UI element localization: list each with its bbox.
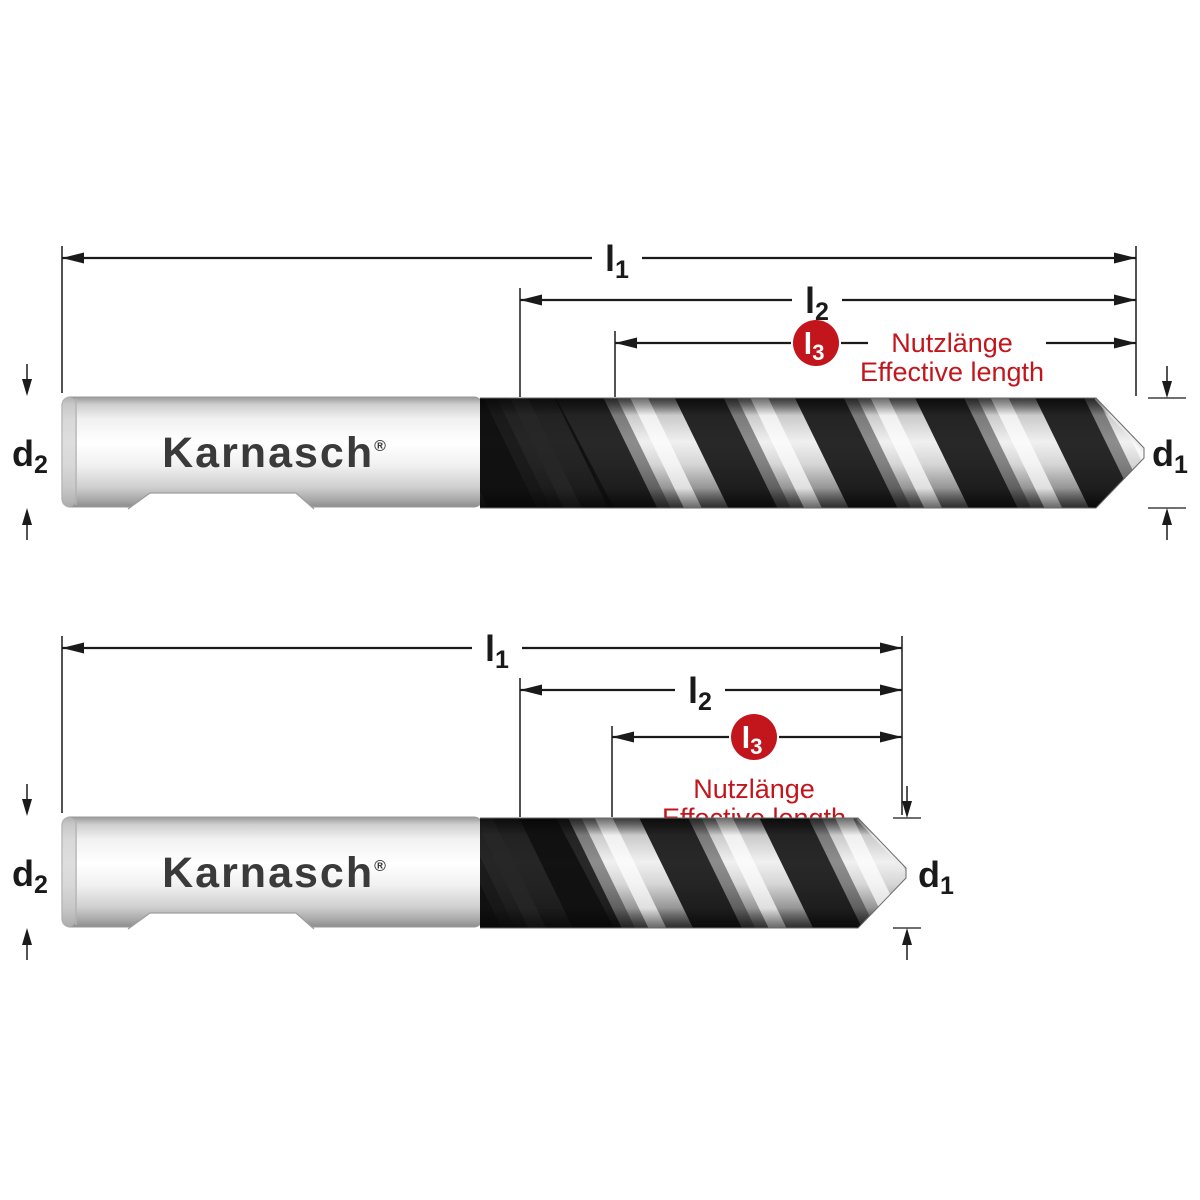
arrowhead-left	[62, 252, 84, 264]
arrowhead-left	[520, 684, 542, 696]
arrowhead-up	[22, 508, 32, 525]
arrowhead-up	[1162, 508, 1172, 525]
arrowhead-down	[1162, 381, 1172, 398]
arrowhead-right	[880, 684, 902, 696]
top-dim-d1: d1	[1148, 366, 1188, 540]
top-dim-l1: l1	[62, 238, 1136, 284]
brand-logo: Karnasch®	[162, 429, 386, 477]
annotation-nutzlaenge: Nutzlänge	[693, 774, 815, 804]
dim-label-l3: l3	[804, 326, 825, 365]
dim-label-d2: d2	[12, 853, 48, 899]
bot-dim-l1: l1	[62, 628, 902, 674]
bot-dim-d2: d2	[12, 784, 48, 960]
dim-label-l1: l1	[485, 628, 509, 674]
dim-label-l3: l3	[742, 720, 763, 759]
top-dim-l2: l2	[520, 280, 1136, 326]
top-dim-d2: d2	[12, 364, 48, 540]
arrowhead-up	[902, 928, 912, 945]
arrowhead-down	[22, 379, 32, 396]
shank-end-face	[62, 397, 75, 507]
drill-flutes	[480, 818, 906, 928]
top-drill-body: Karnasch®	[61, 396, 1145, 510]
dim-label-l2: l2	[805, 280, 829, 326]
flute-cyl-shading	[480, 398, 1144, 508]
shank-end-face	[62, 817, 75, 927]
figure-top-drill: l1 l2 l3 Nutzlänge Effective length	[12, 238, 1188, 540]
arrowhead-right	[880, 731, 902, 743]
bot-dim-l3: l3 Nutzlänge Effective length	[612, 714, 902, 833]
arrowhead-up	[22, 928, 32, 945]
flute-outline	[480, 397, 1145, 509]
flute-cyl-shading	[480, 818, 906, 928]
annotation-effective-length: Effective length	[860, 357, 1044, 387]
figure-bottom-drill: l1 l2 l3 Nutzlänge Effective length	[12, 628, 954, 960]
dim-label-l2: l2	[688, 670, 712, 716]
arrowhead-down	[902, 801, 912, 818]
shank-clamp-notch	[127, 492, 315, 510]
bot-drill-body: Karnasch®	[61, 816, 907, 930]
arrowhead-left	[615, 337, 637, 349]
arrowhead-right	[1114, 252, 1136, 264]
top-dim-l3: l3 Nutzlänge Effective length	[615, 320, 1136, 387]
l3-badge	[793, 320, 839, 366]
arrowhead-down	[22, 799, 32, 816]
annotation-nutzlaenge: Nutzlänge	[891, 328, 1013, 358]
arrowhead-right	[1114, 337, 1136, 349]
dim-label-d1: d1	[918, 854, 954, 900]
arrowhead-right	[880, 642, 902, 654]
arrowhead-left	[520, 294, 542, 306]
dim-label-d2: d2	[12, 433, 48, 479]
arrowhead-left	[62, 642, 84, 654]
dim-label-l1: l1	[605, 238, 629, 284]
arrowhead-right	[1114, 294, 1136, 306]
shank-clamp-notch	[127, 912, 315, 930]
l3-badge	[731, 714, 777, 760]
dim-label-d1: d1	[1152, 433, 1188, 479]
drill-flutes	[480, 398, 1144, 508]
brand-logo: Karnasch®	[162, 849, 386, 897]
bot-dim-d1: d1	[893, 786, 954, 960]
arrowhead-left	[612, 731, 634, 743]
flute-outline	[480, 817, 907, 929]
bot-dim-l2: l2	[520, 670, 902, 716]
